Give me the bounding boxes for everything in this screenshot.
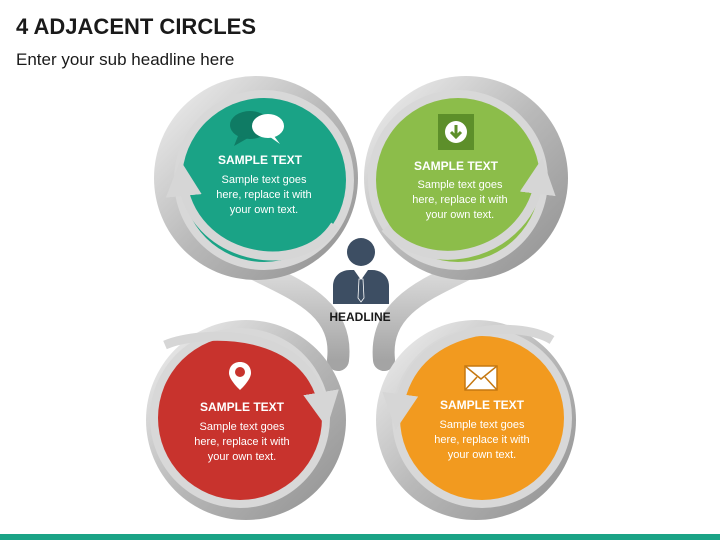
circle-title: SAMPLE TEXT: [440, 398, 525, 412]
circle-title: SAMPLE TEXT: [218, 153, 303, 167]
circle-bottom-right: SAMPLE TEXT Sample text goes here, repla…: [376, 320, 576, 520]
circle-body-line: your own text.: [230, 204, 298, 216]
circle-fill: [158, 336, 322, 500]
circle-body-line: here, replace it with: [194, 436, 289, 448]
circle-body-line: Sample text goes: [222, 174, 307, 186]
circle-bottom-left: SAMPLE TEXT Sample text goes here, repla…: [146, 320, 346, 520]
circle-top-right: SAMPLE TEXT Sample text goes here, repla…: [364, 76, 568, 280]
chat-bubbles-icon: [230, 111, 284, 146]
page-subtitle: Enter your sub headline here: [16, 50, 235, 69]
envelope-icon: [464, 365, 498, 391]
circle-body-line: Sample text goes: [200, 421, 285, 433]
curved-arrow: [381, 158, 556, 260]
circle-body-line: here, replace it with: [434, 434, 529, 446]
circle-fill: [400, 336, 564, 500]
center-person: HEADLINE: [329, 238, 391, 324]
circle-title: SAMPLE TEXT: [414, 159, 499, 173]
headline-label: HEADLINE: [329, 310, 390, 324]
circle-body-line: Sample text goes: [440, 419, 525, 431]
circle-title: SAMPLE TEXT: [200, 400, 285, 414]
curved-arrow: [165, 160, 339, 261]
curved-arrow: [163, 331, 339, 428]
circle-fill: [182, 98, 346, 262]
circle-body-line: your own text.: [208, 451, 276, 463]
bottom-accent-bar: [0, 534, 720, 540]
circle-body-line: here, replace it with: [412, 194, 507, 206]
location-pin-icon: [229, 362, 251, 390]
circle-body-line: your own text.: [448, 449, 516, 461]
curved-arrow: [382, 324, 555, 430]
circle-body-line: here, replace it with: [216, 189, 311, 201]
circle-body-line: your own text.: [426, 209, 494, 221]
page-title: 4 ADJACENT CIRCLES: [16, 14, 256, 39]
download-icon: [438, 114, 474, 150]
person-icon: [333, 238, 389, 304]
circle-body-line: Sample text goes: [418, 179, 503, 191]
circle-top-left: SAMPLE TEXT Sample text goes here, repla…: [154, 76, 358, 280]
circle-fill: [376, 98, 540, 262]
